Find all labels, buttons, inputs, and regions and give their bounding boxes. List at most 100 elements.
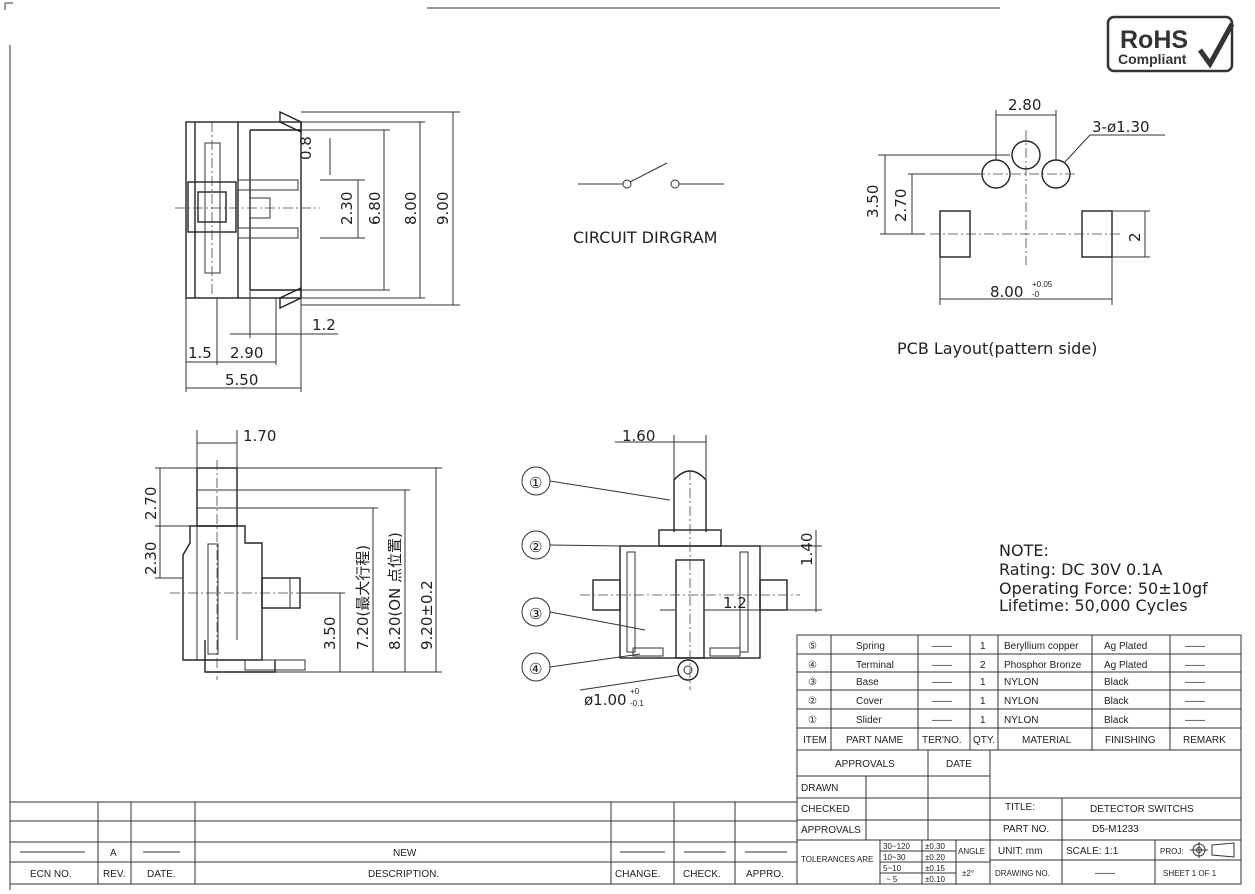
bom-ter-no: —— bbox=[932, 660, 952, 671]
bom-finishing: Black bbox=[1104, 696, 1129, 707]
dim-pcb-2-70: 2.70 bbox=[892, 189, 910, 222]
top-view: 0.8 2.30 6.80 8.00 9.00 1.2 1.5 2.90 5.5… bbox=[175, 110, 460, 392]
rev-header-ecn: ECN NO. bbox=[30, 869, 72, 880]
tb-tol-val-4: ±0.10 bbox=[925, 875, 946, 884]
dim-side-7-20: 7.20(最大行程) bbox=[354, 545, 372, 650]
tb-tol-val-1: ±0.30 bbox=[925, 842, 946, 851]
balloon-1: ① bbox=[529, 474, 542, 492]
rohs-logo: RoHS Compliant bbox=[1106, 15, 1235, 73]
circuit-label: CIRCUIT DIRGRAM bbox=[573, 228, 717, 247]
dim-pcb-3-50: 3.50 bbox=[864, 185, 882, 218]
dim-top-2-90: 2.90 bbox=[230, 344, 263, 362]
tb-tol-range-2: 10~30 bbox=[883, 853, 906, 862]
bom-part-name: Slider bbox=[856, 715, 882, 726]
bom-part-name: Terminal bbox=[856, 660, 894, 671]
tb-tol-val-3: ±0.15 bbox=[925, 864, 946, 873]
dim-top-1-5: 1.5 bbox=[188, 344, 212, 362]
rev-header-check: CHECK. bbox=[683, 869, 721, 880]
dim-front-hole-tol-upper: +0 bbox=[630, 687, 640, 696]
tb-tol-label: TOLERANCES ARE bbox=[801, 855, 873, 864]
tb-angle-label: ANGLE bbox=[958, 847, 985, 856]
projection-symbol-icon bbox=[1190, 842, 1235, 858]
dim-side-2-70: 2.70 bbox=[142, 487, 160, 520]
dim-side-2-30: 2.30 bbox=[142, 542, 160, 575]
dim-pcb-2: 2 bbox=[1126, 232, 1144, 242]
dim-top-9-00: 9.00 bbox=[434, 192, 452, 225]
dim-pcb-2-80: 2.80 bbox=[1008, 96, 1041, 114]
dim-side-1-70: 1.70 bbox=[243, 427, 276, 445]
dim-pcb-8-00-tol-upper: +0.05 bbox=[1032, 280, 1053, 289]
bom-item-balloon: ② bbox=[808, 696, 817, 707]
bom-qty: 2 bbox=[980, 660, 986, 671]
note-title: NOTE: bbox=[999, 541, 1049, 560]
tb-date: DATE bbox=[946, 759, 972, 770]
tb-title: DETECTOR SWITCHS bbox=[1090, 804, 1194, 815]
checkmark-icon bbox=[1197, 22, 1235, 69]
rev-header-description: DESCRIPTION. bbox=[368, 869, 439, 880]
note-line-2: Operating Force: 50±10gf bbox=[999, 579, 1208, 598]
balloon-3: ③ bbox=[529, 605, 542, 623]
bom-item-balloon: ⑤ bbox=[808, 641, 817, 652]
bom-header-qty: QTY. bbox=[973, 735, 995, 746]
circuit-diagram: CIRCUIT DIRGRAM bbox=[573, 162, 724, 247]
note-block: NOTE: Rating: DC 30V 0.1A Operating Forc… bbox=[999, 541, 1208, 615]
balloon-4: ④ bbox=[529, 660, 542, 678]
bom-header-material: MATERIAL bbox=[1022, 735, 1072, 746]
bom-finishing: Black bbox=[1104, 677, 1129, 688]
bom-finishing: Ag Plated bbox=[1104, 641, 1147, 652]
bom-ter-no: —— bbox=[932, 715, 952, 726]
tb-unit: UNIT: mm bbox=[998, 846, 1042, 857]
bom-part-name: Base bbox=[856, 677, 879, 688]
rev-row-rev: A bbox=[110, 848, 117, 859]
bom-part-name: Spring bbox=[856, 641, 885, 652]
tb-part-label: PART NO. bbox=[1003, 824, 1049, 835]
dim-side-3-50: 3.50 bbox=[321, 617, 339, 650]
bom-finishing: Ag Plated bbox=[1104, 660, 1147, 671]
bom-qty: 1 bbox=[980, 641, 986, 652]
dim-front-1-2: 1.2 bbox=[723, 594, 747, 612]
bom-material: NYLON bbox=[1004, 677, 1038, 688]
bom-ter-no: —— bbox=[932, 677, 952, 688]
bom-remark: —— bbox=[1185, 677, 1205, 688]
tb-drawing-no: —— bbox=[1095, 868, 1115, 879]
balloon-2: ② bbox=[529, 538, 542, 556]
bom-qty: 1 bbox=[980, 677, 986, 688]
tb-title-label: TITLE: bbox=[1005, 802, 1035, 813]
bom-qty: 1 bbox=[980, 715, 986, 726]
bom-finishing: Black bbox=[1104, 715, 1129, 726]
bom-material: Beryllium copper bbox=[1004, 641, 1079, 652]
bom-ter-no: —— bbox=[932, 696, 952, 707]
dim-top-0-8: 0.8 bbox=[297, 136, 315, 160]
rev-row-desc: NEW bbox=[393, 848, 417, 859]
tb-part-no: D5-M1233 bbox=[1092, 824, 1139, 835]
revision-table: A NEW ECN NO. REV. DATE. DESCRIPTION. CH… bbox=[10, 801, 797, 885]
rev-header-appro: APPRO. bbox=[746, 869, 784, 880]
dim-front-hole-tol-lower: -0.1 bbox=[630, 699, 644, 708]
bom-remark: —— bbox=[1185, 641, 1205, 652]
bom-material: Phosphor Bronze bbox=[1004, 660, 1082, 671]
rev-header-date: DATE. bbox=[147, 869, 176, 880]
pcb-layout: 2.80 3-ø1.30 3.50 2.70 2 8.00 +0.05 -0 P… bbox=[864, 96, 1165, 358]
bom-ter-no: —— bbox=[932, 641, 952, 652]
tb-tol-val-2: ±0.20 bbox=[925, 853, 946, 862]
dim-pcb-8-00-tol-lower: -0 bbox=[1032, 290, 1040, 299]
pcb-layout-label: PCB Layout(pattern side) bbox=[897, 339, 1097, 358]
tb-proj: PROJ: bbox=[1160, 847, 1184, 856]
bom-remark: —— bbox=[1185, 696, 1205, 707]
dim-front-hole: ø1.00 bbox=[584, 691, 627, 709]
tb-approvals: APPROVALS bbox=[835, 759, 895, 770]
bom-part-name: Cover bbox=[856, 696, 883, 707]
dim-front-1-40: 1.40 bbox=[798, 533, 816, 566]
tb-scale: SCALE: 1:1 bbox=[1066, 846, 1119, 857]
tb-tol-range-3: 5~10 bbox=[883, 864, 902, 873]
bom-qty: 1 bbox=[980, 696, 986, 707]
dim-top-1-2: 1.2 bbox=[312, 316, 336, 334]
tb-sheet: SHEET 1 OF 1 bbox=[1163, 869, 1217, 878]
tb-angle: ±2° bbox=[962, 869, 974, 878]
front-view: ① ② ③ ④ 1.60 1.40 1.2 ø1.00 +0 -0.1 bbox=[521, 427, 822, 709]
dim-top-6-80: 6.80 bbox=[366, 192, 384, 225]
bom-material: NYLON bbox=[1004, 696, 1038, 707]
rev-header-change: CHANGE. bbox=[615, 869, 661, 880]
